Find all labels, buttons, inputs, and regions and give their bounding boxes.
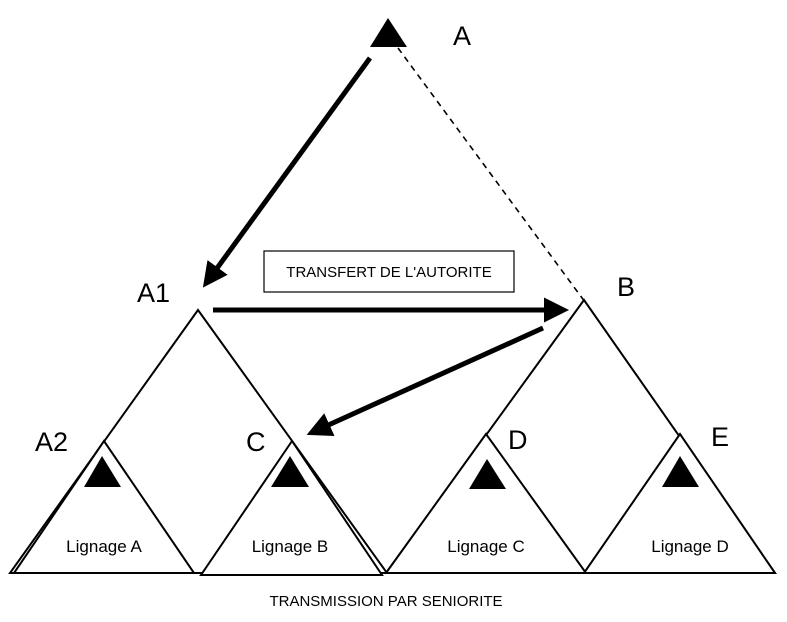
lineage-label: Lignage A [66,537,142,556]
lineage-c-marker-icon [469,459,506,489]
transfer-label-box [263,250,515,293]
node-label-c: C [246,427,266,457]
node-label-e: E [711,422,729,452]
lineage-a-marker-icon [84,456,121,487]
node-label-a1: A1 [137,278,170,308]
node-label-b: B [617,272,635,302]
node-label-a: A [453,21,471,51]
lineage-b-triangle [199,439,384,576]
lineage-c-triangle [384,432,588,574]
lineage-a-triangle [12,439,196,574]
transfer-label: TRANSFERT DE L'AUTORITE [286,264,491,281]
node-label-a2: A2 [35,427,68,457]
b-to-c-arrow [306,325,545,436]
lineage-label: Lignage C [447,537,525,556]
lineage-d-triangle [582,432,777,574]
lineage-d-marker-icon [662,456,699,487]
a-to-b-dashed-line [397,47,586,303]
node-label-d: D [508,425,528,455]
a-to-a1-arrow [202,56,373,288]
lineage-label: Lignage B [252,537,329,556]
bottom-caption: TRANSMISSION PAR SENIORITE [269,593,502,610]
apex-a-marker-icon [370,18,407,47]
lineage-b-marker-icon [271,456,309,487]
lineage-label: Lignage D [651,537,729,556]
